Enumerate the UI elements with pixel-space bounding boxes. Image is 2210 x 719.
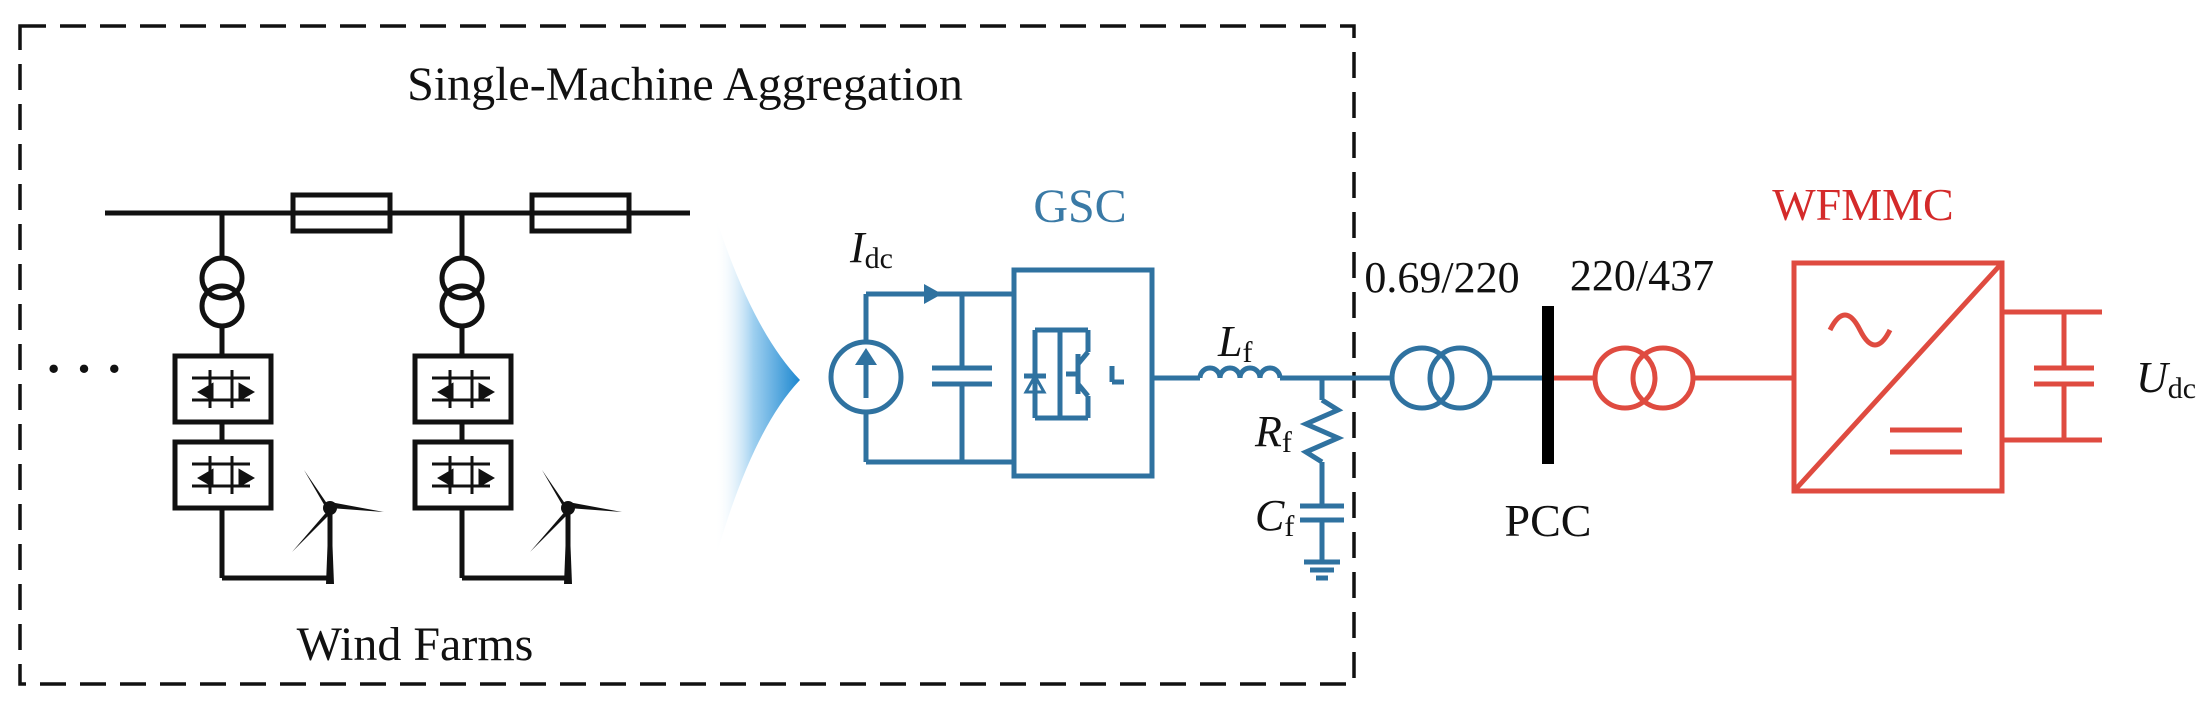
pcc-bus: [1542, 306, 1554, 464]
idc-label: Idc: [849, 223, 893, 275]
cf-label: Cf: [1255, 491, 1294, 543]
transformer2-ratio: 220/437: [1570, 251, 1714, 300]
lf-label: Lf: [1217, 317, 1252, 369]
gsc-label: GSC: [1033, 180, 1126, 233]
wind-farm-network: [105, 192, 690, 581]
rf-label: Rf: [1254, 407, 1292, 459]
wind-farms-label: Wind Farms: [297, 618, 534, 671]
ellipsis: · · ·: [45, 341, 123, 398]
wfmmc-label: WFMMC: [1772, 179, 1953, 230]
aggregation-arrow: [715, 215, 800, 560]
aggregation-box: [18, 24, 1356, 686]
wfmmc-circuit: [1554, 260, 2102, 494]
pcc-label: PCC: [1505, 495, 1592, 546]
transformer1-ratio: 0.69/220: [1364, 253, 1519, 302]
udc-label: Udc: [2136, 353, 2196, 405]
wind-turbine-icon: [530, 470, 622, 584]
aggregation-title: Single-Machine Aggregation: [407, 58, 963, 111]
gsc-circuit: [828, 267, 1546, 581]
wind-turbine-icon: [292, 470, 384, 584]
